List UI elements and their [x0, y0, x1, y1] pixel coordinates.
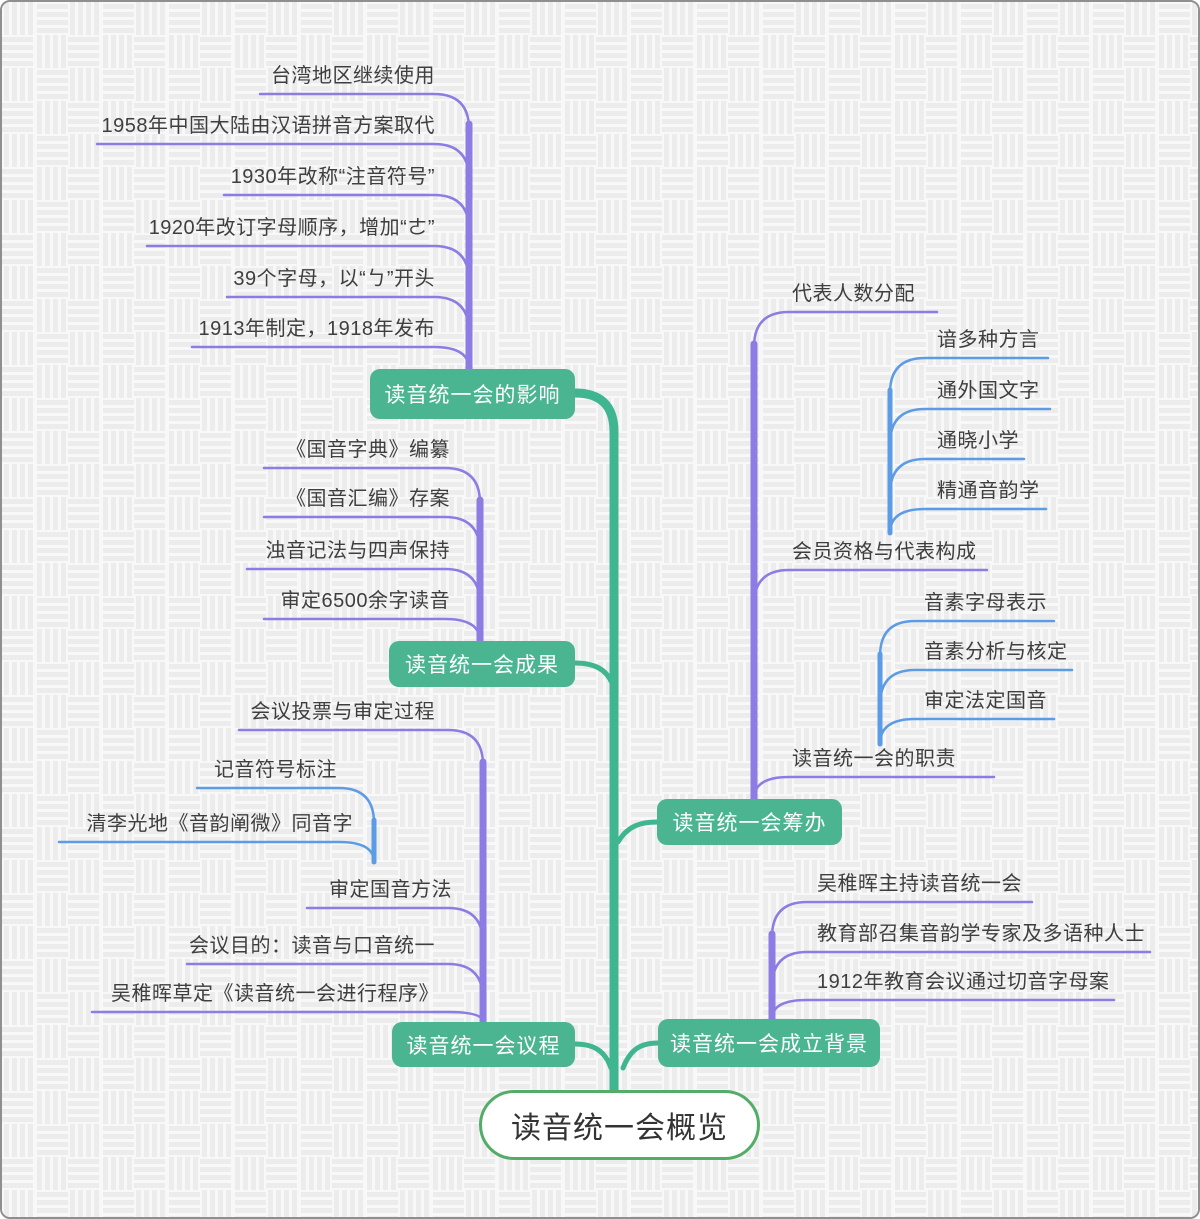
branch-preparation-lines	[750, 310, 996, 803]
subbranch-membership-lines	[887, 356, 1052, 536]
connector-achievements	[572, 660, 615, 686]
mindmap-item[interactable]: 1958年中国大陆由汉语拼音方案取代	[101, 115, 435, 137]
mindmap-item[interactable]: 《国音汇编》存案	[286, 488, 450, 510]
mindmap-item[interactable]: 吴稚晖主持读音统一会	[817, 873, 1022, 895]
node-founding-background[interactable]: 读音统一会成立背景	[658, 1019, 880, 1067]
node-influence[interactable]: 读音统一会的影响	[370, 369, 575, 419]
branch-agenda-lines	[90, 728, 487, 1026]
mindmap-item[interactable]: 1930年改称“注音符号”	[230, 166, 435, 188]
mindmap-item[interactable]: 谙多种方言	[937, 329, 1040, 351]
subbranch-duties-lines	[877, 619, 1074, 747]
connector-agenda	[572, 1041, 614, 1071]
mindmap-item[interactable]: 会议目的：读音与口音统一	[189, 935, 435, 957]
mindmap-item[interactable]: 读音统一会的职责	[792, 748, 956, 770]
mindmap-item[interactable]: 浊音记法与四声保持	[265, 540, 450, 562]
connector-preparation	[615, 819, 660, 845]
mindmap-item[interactable]: 审定法定国音	[924, 690, 1047, 712]
subbranch-guoyin-method-lines	[57, 786, 377, 865]
mindmap-item[interactable]: 精通音韵学	[937, 480, 1040, 502]
mindmap-item[interactable]: 教育部召集音韵学专家及多语种人士	[817, 923, 1145, 945]
connector-founding	[620, 1040, 661, 1071]
branch-founding-lines	[768, 900, 1152, 1023]
branch-achievements-lines	[245, 466, 484, 645]
mindmap-item[interactable]: 会议投票与审定过程	[250, 701, 435, 723]
root-node[interactable]: 读音统一会概览	[479, 1090, 760, 1160]
branch-influence-lines	[95, 92, 473, 373]
mindmap-item[interactable]: 音素分析与核定	[924, 641, 1068, 663]
mindmap-item[interactable]: 音素字母表示	[924, 592, 1047, 614]
mindmap-item[interactable]: 审定国音方法	[329, 879, 452, 901]
mindmap-item[interactable]: 1912年教育会议通过切音字母案	[817, 971, 1110, 993]
mindmap-item[interactable]: 代表人数分配	[792, 283, 915, 305]
mindmap-item[interactable]: 记音符号标注	[214, 759, 337, 781]
mindmap-item[interactable]: 1913年制定，1918年发布	[198, 318, 435, 340]
node-achievements[interactable]: 读音统一会成果	[389, 641, 575, 687]
node-preparation[interactable]: 读音统一会筹办	[657, 799, 842, 845]
mindmap-item[interactable]: 清李光地《音韵阐微》同音字	[86, 813, 353, 835]
mindmap-item[interactable]: 《国音字典》编纂	[286, 439, 450, 461]
mindmap-item[interactable]: 39个字母，以“ㄅ”开头	[233, 268, 435, 290]
mindmap-item[interactable]: 吴稚晖草定《读音统一会进行程序》	[111, 983, 439, 1005]
mindmap-item[interactable]: 台湾地区继续使用	[271, 65, 435, 87]
mindmap-item[interactable]: 通晓小学	[937, 430, 1019, 452]
mindmap-item[interactable]: 审定6500余字读音	[280, 590, 450, 612]
main-trunk-connectors	[570, 388, 661, 1099]
mindmap-item[interactable]: 通外国文字	[937, 380, 1040, 402]
main-trunk	[570, 388, 619, 1099]
node-agenda[interactable]: 读音统一会议程	[392, 1022, 575, 1067]
mindmap-item[interactable]: 1920年改订字母顺序，增加“ㄜ”	[148, 217, 435, 239]
mindmap-item[interactable]: 会员资格与代表构成	[792, 541, 977, 563]
